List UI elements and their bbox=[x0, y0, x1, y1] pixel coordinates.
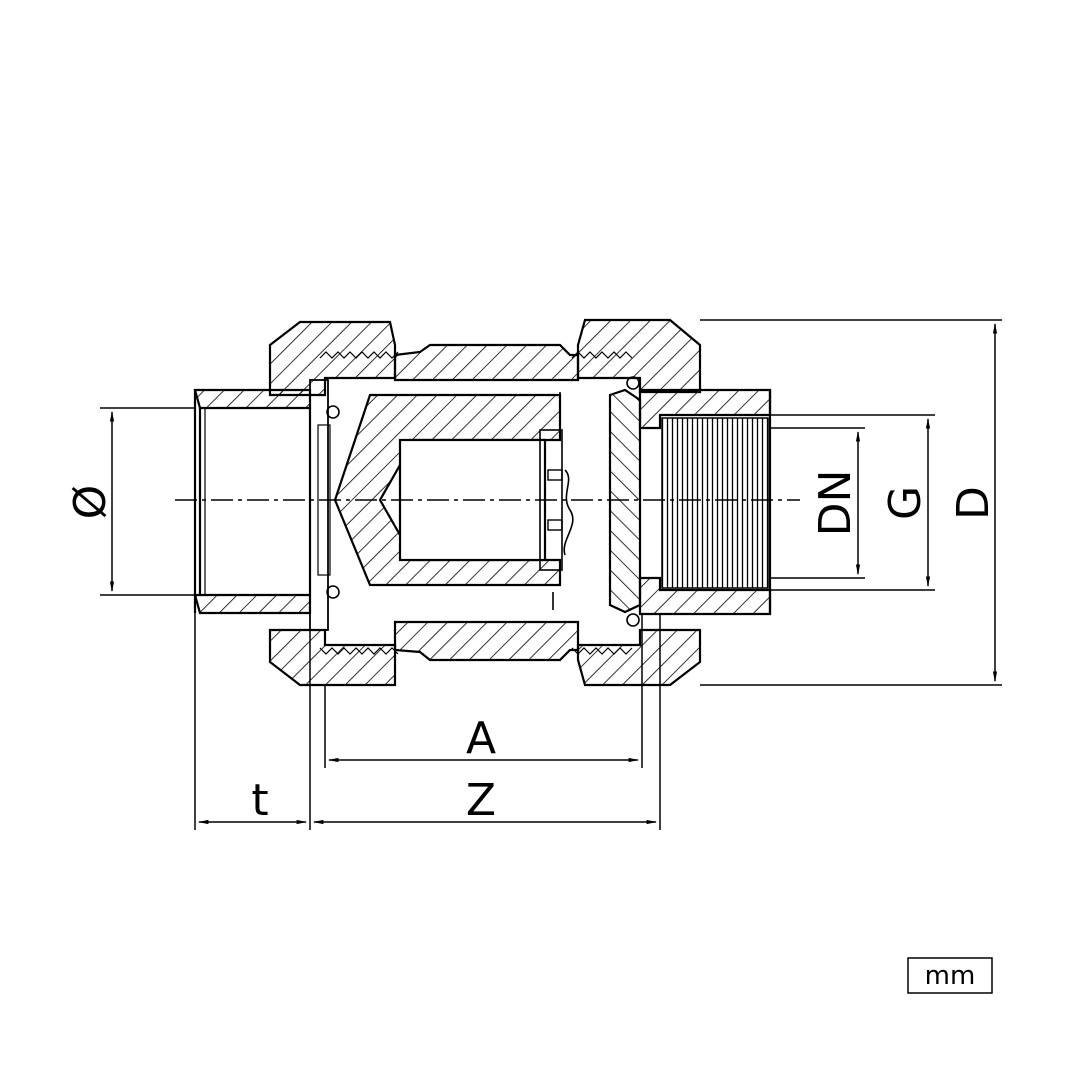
o-ring bbox=[326, 405, 340, 419]
g-label: G bbox=[880, 486, 931, 520]
right-seal-ring bbox=[608, 388, 642, 614]
left-socket-bottom bbox=[193, 593, 312, 615]
unit-box: mm bbox=[907, 957, 993, 994]
internal-thread bbox=[661, 417, 769, 589]
a-label: A bbox=[466, 713, 496, 764]
diameter-label: Ø bbox=[65, 485, 116, 520]
right-union-nut-bottom bbox=[576, 628, 702, 687]
body-shell-top bbox=[393, 343, 580, 382]
o-ring bbox=[626, 613, 640, 627]
o-ring bbox=[626, 376, 640, 390]
dn-label: DN bbox=[810, 470, 861, 537]
d-label: D bbox=[948, 486, 999, 520]
t-label: t bbox=[251, 775, 268, 826]
body-shell-bottom bbox=[393, 620, 580, 662]
left-union-nut-bottom bbox=[268, 628, 397, 687]
left-union-nut-top bbox=[268, 320, 397, 397]
valve-body bbox=[193, 318, 772, 687]
unit-label: mm bbox=[925, 961, 976, 991]
spring bbox=[563, 469, 574, 556]
left-socket-top bbox=[193, 388, 312, 410]
z-label: Z bbox=[466, 775, 496, 826]
dimension-lines bbox=[100, 319, 1002, 830]
o-ring bbox=[326, 585, 340, 599]
